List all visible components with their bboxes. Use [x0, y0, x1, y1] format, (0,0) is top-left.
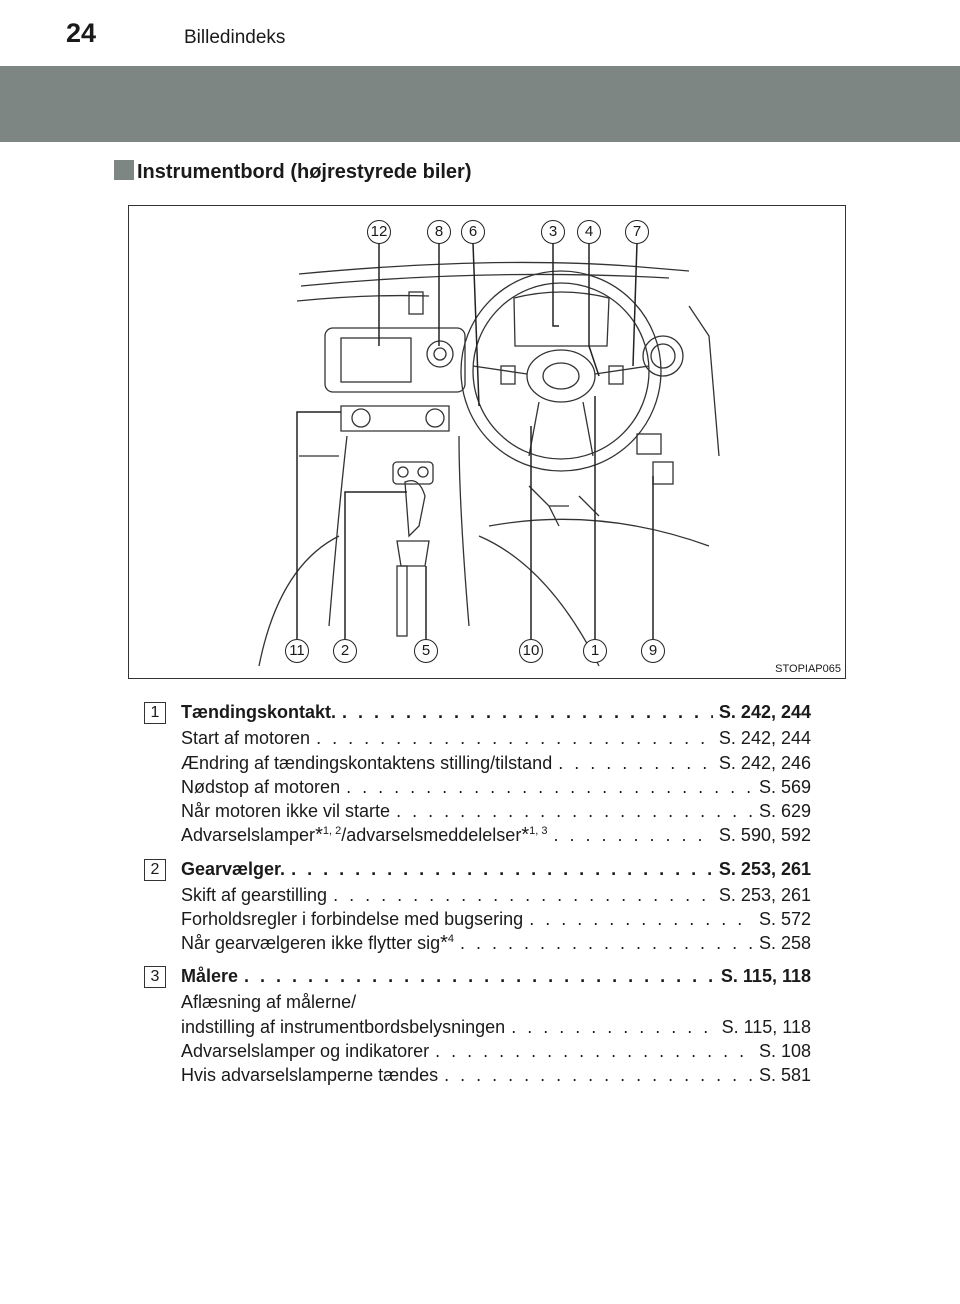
callout-7: 7: [625, 220, 649, 244]
entry-title-3: MålereS. 115, 118: [181, 966, 811, 990]
list-item: indstilling af instrumentbordsbelysninge…: [181, 1017, 811, 1041]
list-item: Advarselslamper og indikatorerS. 108: [181, 1041, 811, 1065]
list-item: Når motoren ikke vil starteS. 629: [181, 801, 811, 825]
page-number: 24: [66, 18, 97, 48]
callout-11: 11: [285, 639, 309, 663]
list-item: Når gearvælgeren ikke flytter sig*4S. 25…: [181, 933, 811, 957]
dashboard-drawing: [258, 242, 720, 667]
callout-12: 12: [367, 220, 391, 244]
callout-6: 6: [461, 220, 485, 244]
list-item: Forholdsregler i forbindelse med bugseri…: [181, 909, 811, 933]
section-heading: Instrumentbord (højrestyrede biler): [137, 161, 472, 183]
callout-4: 4: [577, 220, 601, 244]
list-item: Nødstop af motorenS. 569: [181, 777, 811, 801]
header-band: [0, 66, 960, 142]
dashboard-illustration: 12 8 6 3 4 7 11 2 5 10 1 9 STOPIAP065: [128, 205, 846, 679]
list-item: Advarselslamper*1, 2/advarselsmeddelelse…: [181, 825, 811, 849]
entry-badge-1: 1: [144, 702, 166, 724]
callout-5: 5: [414, 639, 438, 663]
list-item: Hvis advarselslamperne tændesS. 581: [181, 1065, 811, 1089]
section-name: Billedindeks: [184, 27, 286, 48]
callout-9: 9: [641, 639, 665, 663]
entry-badge-2: 2: [144, 859, 166, 881]
callout-2: 2: [333, 639, 357, 663]
list-item: Start af motorenS. 242, 244: [181, 728, 811, 752]
callout-3: 3: [541, 220, 565, 244]
callout-8: 8: [427, 220, 451, 244]
list-item: Ændring af tændingskontaktens stilling/t…: [181, 753, 811, 777]
heading-marker: [114, 160, 134, 180]
entry-title-1: Tændingskontakt.S. 242, 244: [181, 702, 811, 726]
list-item: Aflæsning af målerne/: [181, 992, 357, 1012]
callout-10: 10: [519, 639, 543, 663]
callout-1: 1: [583, 639, 607, 663]
list-item: Skift af gearstillingS. 253, 261: [181, 885, 811, 909]
entry-title-2: Gearvælger.S. 253, 261: [181, 859, 811, 883]
entry-badge-3: 3: [144, 966, 166, 988]
figure-code: STOPIAP065: [775, 663, 841, 675]
